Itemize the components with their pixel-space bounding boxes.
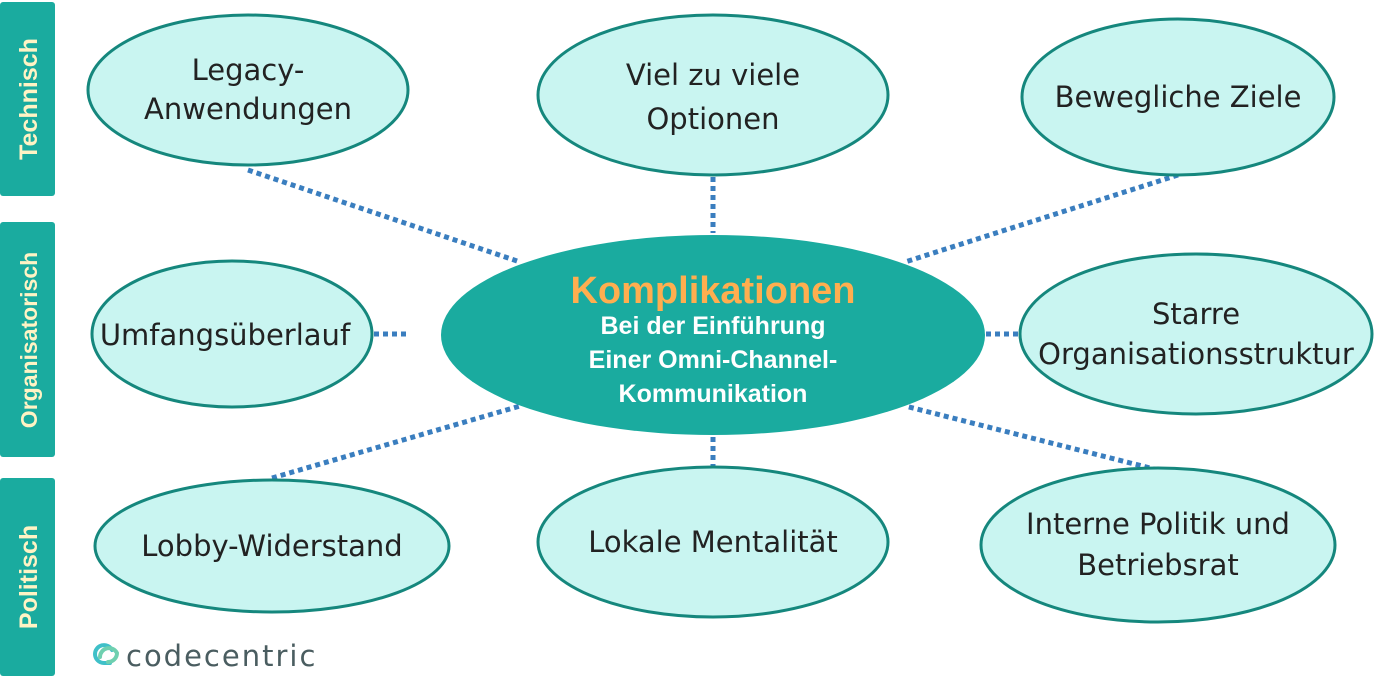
center-line: Kommunikation	[619, 380, 808, 408]
node-label: Umfangsüberlauf	[100, 318, 351, 352]
node-lobby: Lobby-Widerstand	[93, 478, 451, 614]
node-interne: Interne Politik und Betriebsrat	[979, 466, 1337, 624]
node-label: Bewegliche Ziele	[1055, 80, 1302, 114]
center-line: Bei der Einführung	[601, 312, 826, 340]
center-node: Komplikationen Bei der Einführung Einer …	[441, 235, 985, 435]
node-lokale: Lokale Mentalität	[536, 465, 890, 619]
category-politisch: Politisch	[0, 478, 55, 676]
node-starre: Starre Organisationsstruktur	[1018, 252, 1374, 416]
logo-text: codecentric	[126, 639, 317, 673]
node-umfang: Umfangsüberlauf	[90, 259, 374, 409]
node-label: Lokale Mentalität	[588, 525, 838, 559]
node-label: Betriebsrat	[1077, 548, 1239, 582]
category-technisch: Technisch	[0, 2, 55, 196]
connector-ziele	[904, 172, 1179, 265]
node-legacy: Legacy- Anwendungen	[86, 13, 410, 167]
connector-interne	[904, 403, 1159, 473]
node-label: Interne Politik und	[1026, 507, 1290, 541]
node-label: Starre	[1152, 297, 1240, 331]
connectors	[247, 167, 1179, 481]
category-label: Organisatorisch	[16, 252, 42, 428]
node-label: Viel zu viele	[626, 58, 800, 92]
connector-legacy	[247, 167, 521, 265]
category-organisatorisch: Organisatorisch	[0, 222, 55, 457]
center-title: Komplikationen	[570, 270, 855, 312]
center-line: Einer Omni-Channel-	[589, 346, 838, 374]
node-label: Legacy-	[192, 53, 305, 87]
node-optionen: Viel zu viele Optionen	[536, 13, 890, 177]
connector-lobby	[271, 403, 521, 481]
codecentric-logo: codecentric	[92, 639, 317, 673]
logo-icon	[92, 643, 120, 665]
category-label: Technisch	[15, 38, 43, 160]
category-label: Politisch	[15, 525, 43, 629]
node-ziele: Bewegliche Ziele	[1020, 17, 1336, 177]
node-label: Lobby-Widerstand	[141, 529, 402, 563]
node-label: Organisationsstruktur	[1038, 337, 1354, 371]
node-label: Anwendungen	[144, 92, 352, 126]
node-label: Optionen	[646, 102, 779, 136]
